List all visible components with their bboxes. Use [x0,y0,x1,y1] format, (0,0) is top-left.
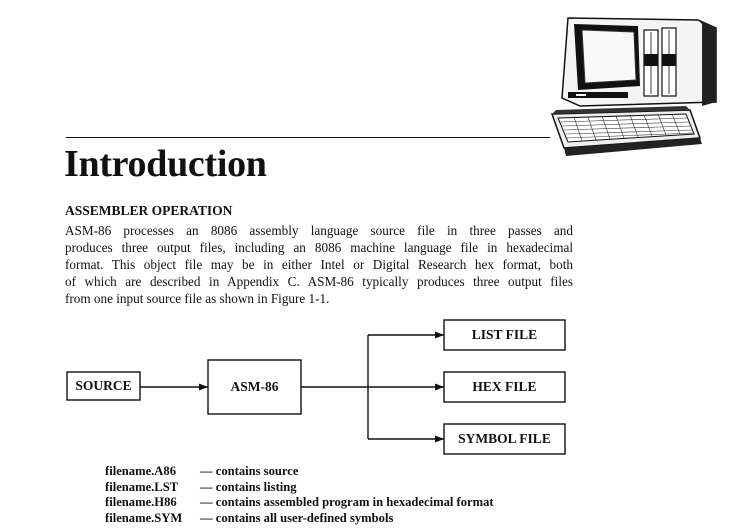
file-name: filename.SYM [105,510,183,525]
paragraph-line: format. This object file may be in eithe… [65,257,573,272]
body-paragraph: ASM-86 processes an 8086 assembly langua… [65,222,573,307]
file-description: — contains assembled program in hexadeci… [200,495,494,509]
file-name: filename.A86 [105,464,176,478]
paragraph-line: of which are described in Appendix C. AS… [65,274,573,289]
file-description: — contains all user-defined symbols [200,510,394,525]
file-name: filename.H86 [105,495,177,509]
page-title: Introduction [64,143,267,185]
file-name: filename.LST [105,479,179,494]
list-item: filename.SYM — contains all user-defined… [105,511,494,527]
paragraph-line: produces three output files, including a… [65,240,573,255]
header-rule [66,137,550,138]
hex-file-label: HEX FILE [472,379,537,394]
source-box [66,371,141,401]
section-heading: ASSEMBLER OPERATION [65,203,233,218]
list-file-box [443,319,566,351]
list-item: filename.H86 — contains assembled progra… [105,495,494,511]
assembler-label: ASM-86 [230,379,279,394]
source-label: SOURCE [75,378,132,393]
file-description: — contains listing [200,479,297,494]
assembler-box [207,359,302,415]
file-description: — contains source [200,464,299,478]
file-list: filename.A86 — contains source filename.… [105,464,494,526]
list-item: filename.LST — contains listing [105,480,494,496]
paragraph-line: ASM-86 processes an 8086 assembly langua… [65,223,573,238]
hex-file-box [443,371,566,403]
paragraph-line: from one input source file as shown in F… [65,291,330,306]
list-item: filename.A86 — contains source [105,464,494,480]
symbol-file-label: SYMBOL FILE [458,431,551,446]
computer-illustration [550,17,717,156]
symbol-file-box [443,423,566,455]
list-file-label: LIST FILE [471,327,538,342]
